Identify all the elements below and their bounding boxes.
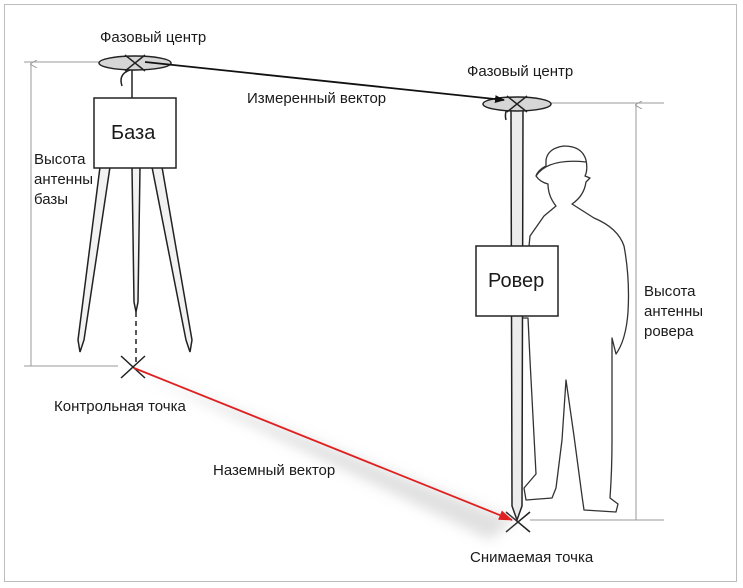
base-box	[93, 97, 177, 169]
person-silhouette-icon	[521, 145, 630, 513]
diagram-frame	[4, 4, 737, 582]
tripod-icon	[77, 68, 193, 362]
base-box-label: База	[111, 122, 156, 144]
rover-box-label: Ровер	[488, 270, 545, 292]
rover-box	[475, 245, 559, 317]
rover-height-dimension	[530, 103, 664, 521]
control-point-marker	[120, 355, 146, 379]
rover-height-line1: Высота	[644, 283, 696, 300]
ground-vector-arrow	[133, 367, 513, 521]
ground-vector-label: Наземный вектор	[213, 462, 336, 479]
measured-vector-label: Измеренный вектор	[247, 90, 387, 107]
base-height-line3: базы	[34, 191, 69, 208]
base-height-dimension	[24, 62, 118, 367]
base-height-line1: Высота	[34, 151, 86, 168]
base-height-line2: антенны	[34, 171, 94, 188]
control-point-label: Контрольная точка	[54, 398, 186, 415]
ground-vector-shadow	[140, 372, 514, 540]
survey-point-label: Снимаемая точка	[470, 549, 594, 566]
phase-center-base-label: Фазовый центр	[100, 29, 207, 46]
rover-height-line2: антенны	[644, 303, 704, 320]
measured-vector-arrow	[144, 61, 505, 104]
base-antenna-height-label: Высота антенны базы	[34, 150, 93, 210]
rover-height-line3: ровера	[644, 323, 694, 340]
rover-antenna-height-label: Высота антенны ровера	[644, 282, 703, 342]
phase-center-rover-label: Фазовый центр	[467, 63, 574, 80]
base-antenna-icon	[98, 54, 172, 72]
